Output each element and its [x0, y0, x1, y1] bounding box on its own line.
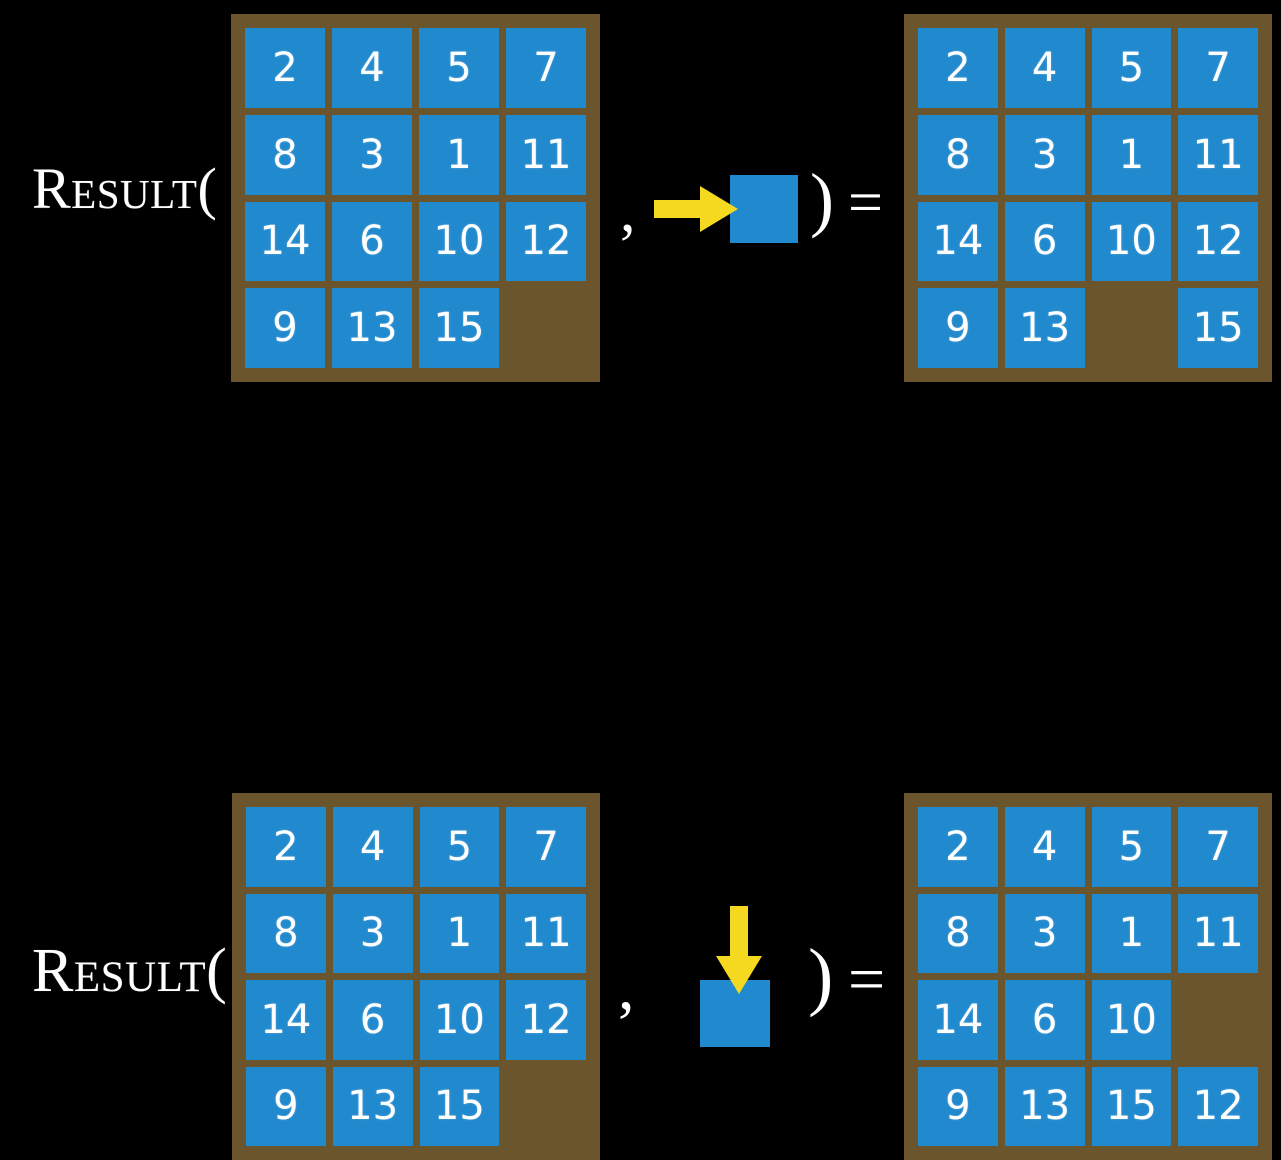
output-board-row-2: 2 4 5 7 8 3 1 11 14 6 10 9 13 15 12	[904, 793, 1272, 1160]
tile[interactable]: 6	[1004, 980, 1085, 1060]
empty-cell	[506, 1067, 586, 1147]
equation-row-1: Result( 2 4 5 7 8 3 1 11 14 6 10 12 9 13…	[0, 0, 1281, 390]
tile[interactable]: 14	[918, 201, 998, 282]
tile[interactable]: 11	[506, 893, 586, 973]
tile[interactable]: 7	[1178, 28, 1258, 108]
tile[interactable]: 3	[1004, 893, 1085, 973]
tile[interactable]: 1	[1091, 893, 1172, 973]
tile[interactable]: 5	[419, 807, 500, 887]
tile[interactable]: 4	[1004, 28, 1085, 108]
tile[interactable]: 4	[1004, 807, 1085, 887]
empty-cell	[1178, 980, 1258, 1060]
tile[interactable]: 15	[1091, 1066, 1172, 1146]
tile[interactable]: 6	[1004, 201, 1085, 282]
tile[interactable]: 11	[1178, 114, 1258, 195]
equals-sign-row-2: =	[848, 943, 886, 1016]
tile[interactable]: 13	[332, 1066, 413, 1146]
tile[interactable]: 9	[918, 288, 998, 368]
equals-sign-row-1: =	[848, 169, 883, 237]
tile[interactable]: 7	[506, 807, 586, 887]
output-board-row-1: 2 4 5 7 8 3 1 11 14 6 10 12 9 13 15	[904, 14, 1272, 382]
tile[interactable]: 8	[246, 893, 326, 973]
tile[interactable]: 10	[1091, 201, 1172, 282]
tile[interactable]: 9	[246, 1066, 326, 1146]
empty-cell	[1092, 288, 1172, 368]
argument-separator-row-1: ,	[620, 177, 636, 245]
tile[interactable]: 11	[506, 114, 586, 195]
tile[interactable]: 13	[332, 288, 412, 368]
move-square-row-1	[730, 175, 798, 243]
tile[interactable]: 7	[506, 28, 586, 108]
tile[interactable]: 6	[332, 980, 413, 1060]
tile[interactable]: 11	[1178, 893, 1258, 973]
tile[interactable]: 14	[918, 980, 998, 1060]
tile[interactable]: 1	[419, 114, 499, 195]
tile[interactable]: 15	[1178, 288, 1258, 368]
equation-row-2: Result( 2 4 5 7 8 3 1 11 14 6 10 12 9 13…	[0, 390, 1281, 1160]
tile[interactable]: 2	[246, 807, 326, 887]
tile[interactable]: 13	[1004, 1066, 1085, 1146]
tile[interactable]: 1	[419, 893, 500, 973]
input-board-row-1: 2 4 5 7 8 3 1 11 14 6 10 12 9 13 15	[231, 14, 600, 382]
result-function-label-row-1: Result(	[32, 156, 218, 221]
input-grid-row-2: 2 4 5 7 8 3 1 11 14 6 10 12 9 13 15	[246, 807, 586, 1146]
arrow-right-icon	[654, 186, 738, 232]
tile[interactable]: 12	[506, 201, 586, 282]
tile[interactable]: 14	[246, 980, 326, 1060]
tile[interactable]: 14	[245, 201, 325, 282]
tile[interactable]: 6	[332, 201, 412, 282]
tile[interactable]: 15	[419, 1066, 500, 1146]
arrow-down-icon	[716, 906, 762, 994]
tile[interactable]: 15	[419, 288, 499, 368]
tile[interactable]: 12	[1178, 201, 1258, 282]
tile[interactable]: 12	[506, 980, 586, 1060]
tile[interactable]: 8	[918, 893, 998, 973]
tile[interactable]: 10	[419, 201, 499, 282]
tile[interactable]: 8	[918, 114, 998, 195]
tile[interactable]: 4	[332, 807, 413, 887]
tile[interactable]: 5	[419, 28, 499, 108]
tile[interactable]: 9	[245, 288, 325, 368]
tile[interactable]: 9	[918, 1066, 998, 1146]
input-board-row-2: 2 4 5 7 8 3 1 11 14 6 10 12 9 13 15	[232, 793, 600, 1160]
tile[interactable]: 5	[1091, 807, 1172, 887]
empty-cell	[506, 288, 586, 368]
tile[interactable]: 2	[918, 28, 998, 108]
tile[interactable]: 5	[1091, 28, 1172, 108]
tile[interactable]: 3	[332, 114, 412, 195]
tile[interactable]: 1	[1091, 114, 1172, 195]
tile[interactable]: 12	[1178, 1066, 1258, 1146]
tile[interactable]: 3	[1004, 114, 1085, 195]
tile[interactable]: 10	[419, 980, 500, 1060]
tile[interactable]: 2	[918, 807, 998, 887]
tile[interactable]: 7	[1178, 807, 1258, 887]
close-paren-row-2: )	[808, 934, 834, 1018]
tile[interactable]: 10	[1091, 980, 1172, 1060]
argument-separator-row-2: ,	[618, 951, 635, 1024]
tile[interactable]: 4	[332, 28, 412, 108]
input-grid-row-1: 2 4 5 7 8 3 1 11 14 6 10 12 9 13 15	[245, 28, 586, 368]
result-function-label-row-2: Result(	[32, 937, 228, 1005]
output-grid-row-2: 2 4 5 7 8 3 1 11 14 6 10 9 13 15 12	[918, 807, 1258, 1146]
tile[interactable]: 3	[332, 893, 413, 973]
tile[interactable]: 8	[245, 114, 325, 195]
output-grid-row-1: 2 4 5 7 8 3 1 11 14 6 10 12 9 13 15	[918, 28, 1258, 368]
tile[interactable]: 2	[245, 28, 325, 108]
close-paren-row-1: )	[810, 159, 834, 239]
tile[interactable]: 13	[1004, 288, 1085, 368]
